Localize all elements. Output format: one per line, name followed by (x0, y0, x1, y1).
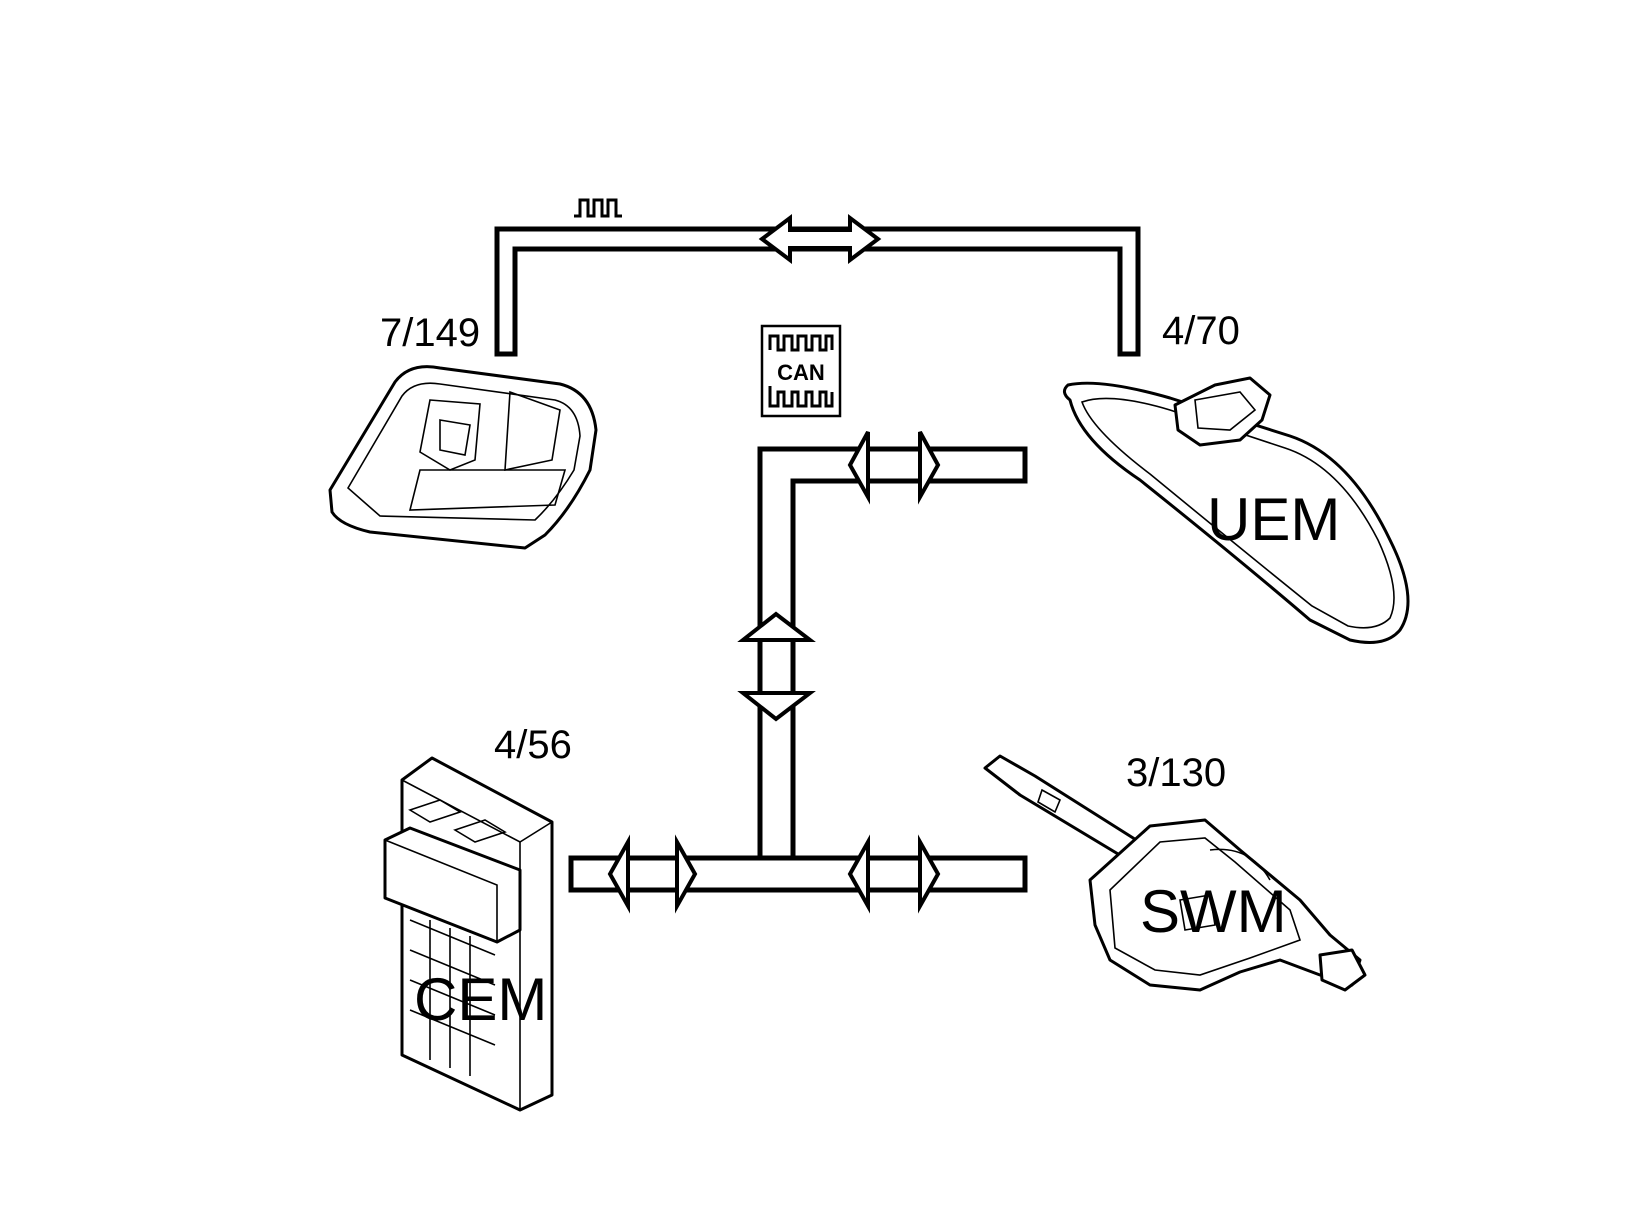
can-bus-symbol-icon: CAN (760, 324, 842, 418)
uem-name-label: UEM (1207, 486, 1340, 553)
roof-console-unit: 7/149 (328, 311, 598, 550)
cem-module-unit: 4/56 CEM (383, 723, 572, 1112)
swm-name-label: SWM (1140, 878, 1287, 945)
can-label: CAN (777, 360, 825, 385)
swm-ref-label: 3/130 (1126, 751, 1226, 795)
roof-unit-ref-label: 7/149 (380, 311, 480, 355)
uem-mirror-unit: 4/70 UEM (1063, 309, 1410, 644)
cem-name-label: CEM (414, 966, 547, 1033)
swm-steering-module-unit: 3/130 SWM (983, 751, 1367, 992)
uem-ref-label: 4/70 (1162, 309, 1240, 353)
cem-ref-label: 4/56 (494, 723, 572, 767)
can-bus (568, 431, 1028, 914)
square-wave-signal-icon (574, 198, 622, 218)
top-link-bus (494, 214, 1141, 357)
